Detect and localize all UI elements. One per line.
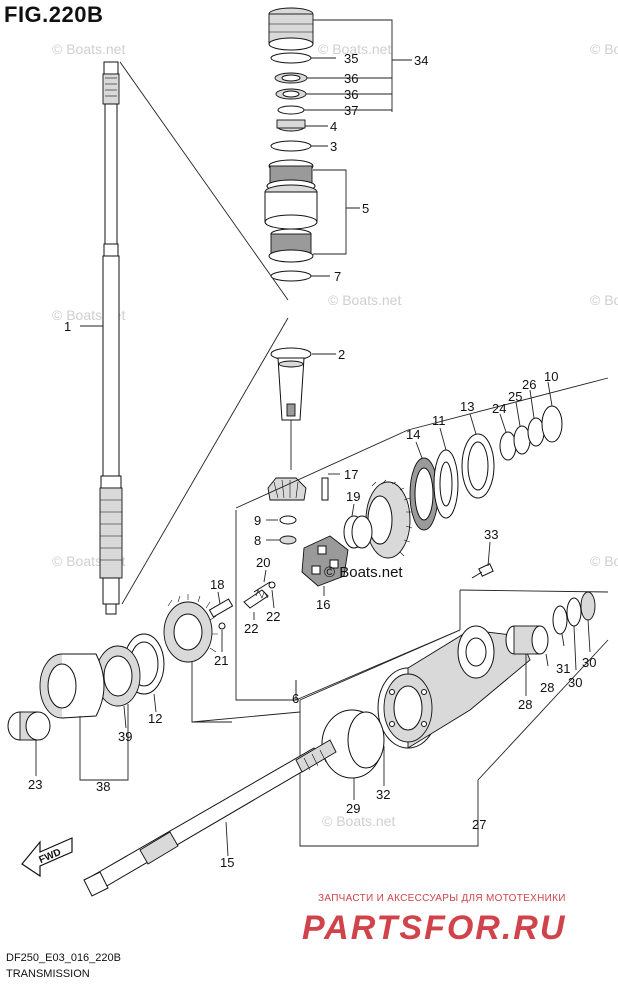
forward-gear-part-21[interactable] xyxy=(163,594,218,663)
bolt-part-33[interactable] xyxy=(471,563,494,579)
nut-part-23[interactable] xyxy=(7,711,51,741)
callout-10: 10 xyxy=(544,369,558,384)
callout-2: 2 xyxy=(338,347,345,362)
propeller-shaft-part-15[interactable] xyxy=(83,739,337,897)
callout-8: 8 xyxy=(254,533,261,548)
callout-36: 36 xyxy=(344,71,358,86)
center-watermark: © Boats.net xyxy=(324,564,403,581)
clutch-assembly[interactable] xyxy=(208,477,349,630)
callout-1: 1 xyxy=(64,319,71,334)
watermark: © Boats.net xyxy=(590,292,618,308)
bearing-housing-part-32[interactable] xyxy=(377,625,531,749)
callout-30: 30 xyxy=(568,675,582,690)
callout-38: 38 xyxy=(96,779,110,794)
callout-13: 13 xyxy=(460,399,474,414)
callout-20: 20 xyxy=(256,555,270,570)
watermark: © Boats.net xyxy=(328,292,401,308)
guide-line xyxy=(121,317,289,605)
callout-23: 23 xyxy=(28,777,42,792)
callout-18: 18 xyxy=(210,577,224,592)
bearing-housing-part-38[interactable] xyxy=(39,653,105,719)
callout-7: 7 xyxy=(334,269,341,284)
callout-37: 37 xyxy=(344,103,358,118)
callout-19: 19 xyxy=(346,489,360,504)
callout-34: 34 xyxy=(414,53,428,68)
callout-39: 39 xyxy=(118,729,132,744)
figure-title: FIG.220B xyxy=(4,2,104,27)
forward-direction-arrow: FWD xyxy=(21,837,73,878)
shim-part-13[interactable] xyxy=(461,433,495,499)
bearing-part-39[interactable] xyxy=(95,645,141,707)
upper-bearing-stack[interactable] xyxy=(264,7,318,282)
sleeve-part-2[interactable] xyxy=(270,347,312,470)
callout-22: 22 xyxy=(244,621,258,636)
needle-bearing-part-28[interactable] xyxy=(505,625,549,655)
brand-logo-text: PARTSFOR.RU xyxy=(302,909,566,947)
callout-27: 27 xyxy=(472,817,486,832)
watermark: © Boats.net xyxy=(318,41,391,57)
callout-5: 5 xyxy=(362,201,369,216)
drive-shaft-part-1[interactable] xyxy=(99,61,123,615)
callout-15: 15 xyxy=(220,855,234,870)
callout-29: 29 xyxy=(346,801,360,816)
callout-12: 12 xyxy=(148,711,162,726)
o-ring-part-29[interactable] xyxy=(321,709,385,779)
callout-36: 36 xyxy=(344,87,358,102)
callout-11: 11 xyxy=(432,413,446,428)
section-title: TRANSMISSION xyxy=(6,968,90,980)
callout-33: 33 xyxy=(484,527,498,542)
guide-line xyxy=(119,61,289,301)
figure-code: DF250_E03_016_220B xyxy=(6,952,121,964)
callout-17: 17 xyxy=(344,467,358,482)
callout-24: 24 xyxy=(492,401,506,416)
callout-4: 4 xyxy=(330,119,337,134)
callout-26: 26 xyxy=(522,377,536,392)
seals-parts-31-30[interactable] xyxy=(552,591,596,635)
callout-21: 21 xyxy=(214,653,228,668)
watermark: © Boats.net xyxy=(322,813,395,829)
callout-3: 3 xyxy=(330,139,337,154)
shims-parts-24-25-26-10[interactable] xyxy=(499,405,563,461)
callout-6: 6 xyxy=(292,691,299,706)
thrust-bearing-part-14[interactable] xyxy=(409,457,439,531)
callout-9: 9 xyxy=(254,513,261,528)
bushing-part-19[interactable] xyxy=(343,515,373,549)
brand-tagline: ЗАПЧАСТИ И АКСЕССУАРЫ ДЛЯ МОТОТЕХНИКИ xyxy=(318,893,566,904)
callout-32: 32 xyxy=(376,787,390,802)
propeller-shaft-housing-bracket-27 xyxy=(299,589,609,847)
callout-16: 16 xyxy=(316,597,330,612)
watermark: © Boats.net xyxy=(590,553,618,569)
callout-28: 28 xyxy=(518,697,532,712)
callout-31: 31 xyxy=(556,661,570,676)
reverse-gear-part-19[interactable] xyxy=(365,479,413,559)
leader-lines xyxy=(35,19,591,857)
guide-line xyxy=(407,377,609,431)
callout-35: 35 xyxy=(344,51,358,66)
callout-labels: 1 2 3 4 5 6 7 8 9 10 11 12 13 14 15 16 1… xyxy=(28,51,596,870)
brand-logo[interactable]: PARTSFOR.RU xyxy=(292,907,612,947)
callout-30: 30 xyxy=(582,655,596,670)
callout-22: 22 xyxy=(266,609,280,624)
callout-14: 14 xyxy=(406,427,420,442)
watermark: © Boats.net xyxy=(52,41,125,57)
callout-28: 28 xyxy=(540,680,554,695)
watermark-layer: © Boats.net © Boats.net © Boats.net © Bo… xyxy=(52,41,618,829)
fwd-label: FWD xyxy=(38,847,63,866)
watermark: © Boats.net xyxy=(590,41,618,57)
washer-part-11[interactable] xyxy=(433,449,459,519)
pinion-gear[interactable] xyxy=(267,477,307,545)
callout-25: 25 xyxy=(508,389,522,404)
